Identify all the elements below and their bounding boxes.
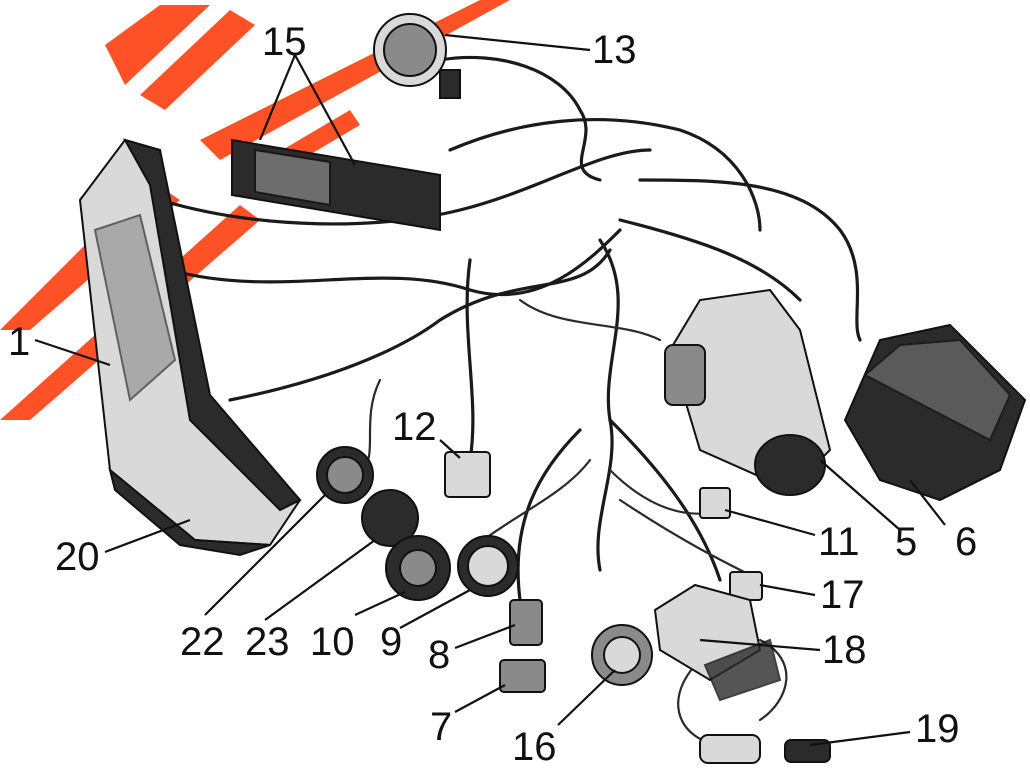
callout-13: 13 <box>592 28 637 72</box>
plug-19 <box>700 735 830 763</box>
callout-18: 18 <box>822 628 867 672</box>
callout-5: 5 <box>895 520 917 564</box>
callout-22: 22 <box>180 620 225 664</box>
callout-20: 20 <box>55 535 100 579</box>
callout-9: 9 <box>380 620 402 664</box>
callout-15: 15 <box>262 20 307 64</box>
callout-10: 10 <box>310 620 355 664</box>
callout-16: 16 <box>512 725 557 769</box>
gauge-16 <box>592 625 652 685</box>
connectors-11-17 <box>700 488 762 600</box>
headlight-assembly <box>80 140 300 555</box>
callout-7: 7 <box>430 705 452 749</box>
callout-11: 11 <box>818 520 860 564</box>
dashboard-panel <box>232 140 440 230</box>
callout-12: 12 <box>392 405 437 449</box>
callout-23: 23 <box>245 620 290 664</box>
callout-8: 8 <box>428 633 450 677</box>
switches-7-8 <box>500 600 545 692</box>
callout-19: 19 <box>915 707 960 751</box>
generator <box>845 325 1025 500</box>
callout-1: 1 <box>8 320 30 364</box>
callout-17: 17 <box>820 573 865 617</box>
callout-6: 6 <box>955 520 977 564</box>
starter-motor <box>665 290 830 495</box>
relay-12 <box>445 452 490 497</box>
